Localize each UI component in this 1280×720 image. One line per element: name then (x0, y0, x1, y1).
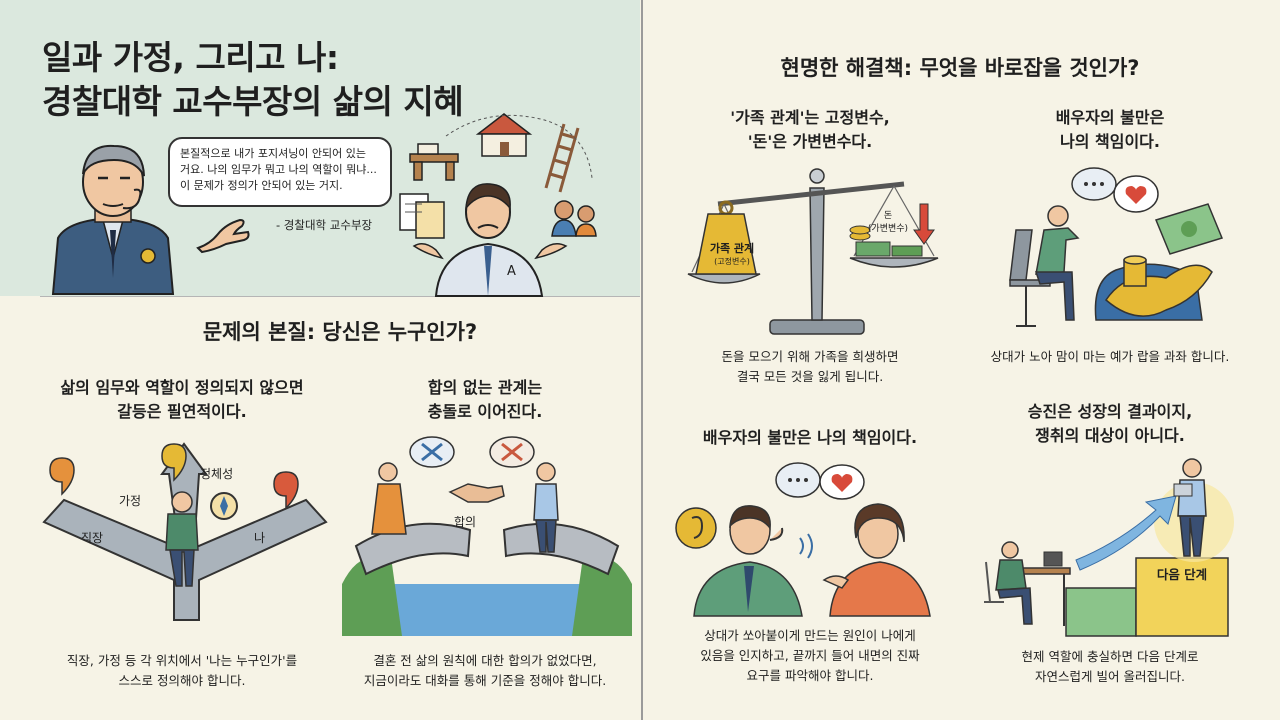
question-marker-icon (49, 457, 75, 496)
broken-bridge-illustration (342, 436, 632, 636)
weight-label: 가족 관계 (고정변수) (704, 240, 760, 267)
solution-card1-title-line-1: '가족 관계'는 고정변수, (730, 108, 890, 127)
x-bubble-icon (489, 436, 535, 468)
solution-card4-title-line-2: 쟁취의 대상이 아니다. (1035, 426, 1185, 445)
desk-icon (409, 143, 459, 181)
question-marker-icon (161, 443, 187, 482)
next-step-label: 다음 단계 (1156, 567, 1208, 582)
x-bubble-icon (409, 436, 455, 468)
weight-label-main: 가족 관계 (709, 242, 755, 255)
heart-bubble-icon (819, 464, 865, 500)
solution-card3-caption-line-3: 요구를 파악해야 합니다. (746, 668, 874, 683)
solution-card2-title-line-1: 배우자의 불만은 (1055, 108, 1165, 127)
crossroads-illustration (42, 442, 328, 621)
solution-card3-title: 배우자의 불만은 나의 책임이다. (702, 428, 918, 447)
hand-gesture-icon (196, 218, 250, 254)
bridge-label: 합의 (454, 515, 477, 529)
ellipsis-bubble-icon (775, 462, 821, 498)
solution-card2-caption: 상대가 노아 맘이 마는 예가 랍을 과좌 합니다. (990, 349, 1230, 364)
solution-card4-caption: 현제 역할에 충실하면 다음 단계로 자연스럽게 빌어 올러집니다. (960, 647, 1260, 687)
career-steps-illustration (984, 458, 1234, 637)
solution-card3-caption-line-1: 상대가 쏘아붙이게 만드는 원인이 나에게 (704, 628, 916, 643)
title-line-1: 일과 가정, 그리고 나: (42, 38, 339, 77)
ear-icon (675, 507, 717, 549)
banknote-icon (1154, 203, 1224, 255)
solution-card1-title: '가족 관계'는 고정변수, '돈'은 가변변수다. (660, 106, 960, 154)
problem-left-caption-line-1: 직장, 가정 등 각 위치에서 '나는 누구인가'를 (66, 653, 298, 668)
problem-left-caption: 직장, 가정 등 각 위치에서 '나는 누구인가'를 스스로 정의해야 합니다. (22, 651, 342, 691)
compass-icon (210, 492, 238, 520)
solution-card1-caption-line-1: 돈을 모으기 위해 가족을 희생하면 (721, 349, 899, 364)
page-title: 일과 가정, 그리고 나: 경찰대학 교수부장의 삶의 지혜 (42, 36, 464, 124)
solution-card4-caption-line-2: 자연스럽게 빌어 올러집니다. (1035, 669, 1185, 684)
family-icon (551, 200, 597, 237)
solution-card1-title-line-2: '돈'은 가변변수다. (747, 132, 873, 151)
label-identity: 정체성 (200, 467, 234, 481)
solution-section-title: 현명한 해결책: 무엇을 바로잡을 것인가? (780, 56, 1140, 80)
label-me: 나 (254, 531, 266, 545)
problem-right-title-line-2: 충돌로 이어진다. (427, 402, 543, 421)
shirt-letter: A (507, 264, 516, 279)
problem-section-title: 문제의 본질: 당신은 누구인가? (202, 320, 478, 344)
confused-man-illustration (399, 113, 597, 297)
problem-left-title-line-2: 갈등은 필연적이다. (117, 402, 247, 421)
coin-stack-icon (1123, 255, 1147, 287)
problem-left-caption-line-2: 스스로 정의해야 합니다. (118, 673, 246, 688)
ellipsis-bubble-icon (1071, 167, 1117, 201)
solution-card2-title-line-2: 나의 책임이다. (1060, 132, 1160, 151)
problem-right-caption: 결혼 전 삶의 원칙에 대한 합의가 없었다면, 지금이라도 대화를 통해 기준… (330, 651, 640, 691)
title-line-2: 경찰대학 교수부장의 삶의 지혜 (42, 82, 464, 121)
up-arrow-icon (1075, 495, 1177, 571)
balance-scale-illustration (687, 168, 939, 335)
house-icon (475, 113, 533, 157)
desk-worker-icon (984, 541, 1071, 626)
solution-card4-title: 승진은 성장의 결과이지, 쟁취의 대상이 아니다. (960, 400, 1260, 448)
handshake-icon (448, 483, 505, 503)
solution-card3-caption-line-2: 있음을 인지하고, 끝까지 들어 내면의 진짜 (700, 648, 920, 663)
weight-label-sub: (고정변수) (714, 257, 750, 266)
solution-card1-caption-line-2: 결국 모든 것을 잃게 됩니다. (736, 369, 884, 384)
quote-line-1: 본질적으로 내가 포지셔닝이 안되어 있는 (180, 147, 367, 160)
problem-right-title: 합의 없는 관계는 충돌로 이어진다. (330, 376, 640, 424)
money-label-sub: (가변변수) (867, 224, 909, 234)
label-work: 직장 (81, 531, 104, 545)
ladder-icon (544, 123, 580, 193)
problem-left-title: 삶의 임무와 역할이 정의되지 않으면 갈등은 필연적이다. (22, 376, 342, 424)
problem-right-caption-line-1: 결혼 전 삶의 원칙에 대한 합의가 없었다면, (373, 653, 597, 668)
solution-card2-title: 배우자의 불만은 나의 책임이다. (960, 106, 1260, 154)
question-marker-icon (273, 471, 299, 510)
documents-icon (399, 193, 445, 239)
solution-card4-caption-line-1: 현제 역할에 충실하면 다음 단계로 (1021, 649, 1199, 664)
down-arrow-icon (913, 203, 935, 245)
money-stack-icon (849, 225, 923, 257)
quote-line-2: 거요. 나의 임무가 뭐고 나의 역할이 뭐냐... (180, 163, 377, 176)
problem-right-caption-line-2: 지금이라도 대화를 통해 기준을 정해야 합니다. (363, 673, 607, 688)
money-label-main: 돈 (883, 211, 893, 221)
quote-line-3: 이 문제가 정의가 안되어 있는 거지. (180, 179, 343, 192)
vertical-divider (641, 0, 643, 720)
problem-left-title-line-1: 삶의 임무와 역할이 정의되지 않으면 (60, 378, 304, 397)
police-officer-illustration (51, 144, 175, 295)
heart-bubble-icon (1113, 175, 1159, 213)
quote-bubble: 본질적으로 내가 포지셔닝이 안되어 있는 거요. 나의 임무가 뭐고 나의 역… (168, 137, 392, 207)
man-money-illustration (1009, 167, 1224, 327)
solution-card4-title-line-1: 승진은 성장의 결과이지, (1027, 402, 1193, 421)
listening-couple-illustration (675, 462, 931, 617)
horizontal-divider (40, 296, 640, 297)
money-label: 돈 (가변변수) (864, 208, 912, 234)
problem-right-title-line-1: 합의 없는 관계는 (427, 378, 543, 397)
weight-icon (695, 200, 757, 275)
solution-card1-caption: 돈을 모으기 위해 가족을 희생하면 결국 모든 것을 잃게 됩니다. (660, 347, 960, 387)
quote-attribution: - 경찰대학 교수부장 (276, 218, 373, 232)
solution-card3-caption: 상대가 쏘아붙이게 만드는 원인이 나에게 있음을 인지하고, 끝까지 들어 내… (660, 626, 960, 686)
label-family: 가정 (119, 494, 142, 508)
